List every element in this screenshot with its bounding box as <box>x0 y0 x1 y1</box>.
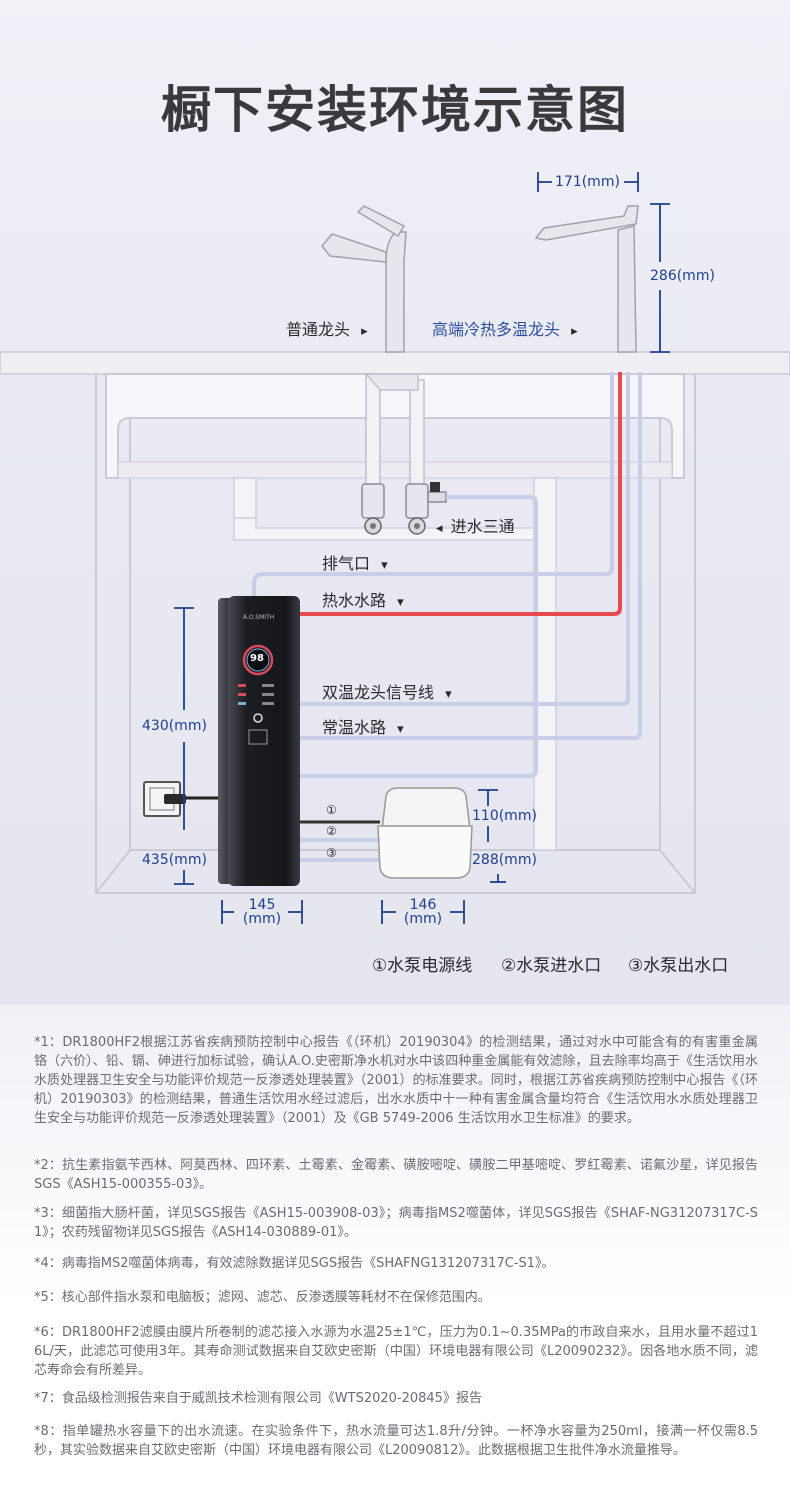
arrow-right-icon: ▸ <box>571 324 578 339</box>
legend-item-1: ①水泵电源线 <box>372 956 473 976</box>
unit-width-value: 145 <box>248 897 276 913</box>
arrow-down-icon: ▾ <box>397 722 404 737</box>
tee-label-text: 进水三通 <box>450 517 515 536</box>
marker-1: ① <box>326 803 337 817</box>
premium-faucet-label-text: 高端冷热多温龙头 <box>432 320 561 339</box>
pump <box>377 787 473 879</box>
footnote: *7：食品级检测报告来自于威凯技术检测有限公司《WTS2020-20845》报告 <box>34 1391 482 1406</box>
exhaust-label: 排气口 ▾ <box>322 550 388 574</box>
faucet-width-dim: 171(mm) <box>555 174 620 190</box>
cabinet <box>95 374 696 894</box>
sink-basin <box>105 373 685 479</box>
device-temp-display: 98 <box>250 653 264 664</box>
tee-line <box>300 495 538 778</box>
signal-line-label: 双温龙头信号线 ▾ <box>322 679 452 703</box>
unit-width-unit: (mm) <box>242 911 282 927</box>
marker-3: ③ <box>326 846 337 860</box>
normal-line-label: 常温水路 ▾ <box>322 714 404 738</box>
wall-socket <box>143 781 186 817</box>
drain-pipes <box>233 477 557 851</box>
footnote: *6：DR1800HF2滤膜由膜片所卷制的滤芯接入水源为水温25±1℃，压力为0… <box>34 1325 758 1378</box>
faucet-height-dim: 286(mm) <box>650 268 715 284</box>
notes-area <box>0 1005 790 1508</box>
purifier-unit <box>218 596 300 886</box>
normal-water-line <box>300 372 642 740</box>
arrow-left-icon: ◂ <box>436 521 443 536</box>
unit-width-dim: 145 (mm) <box>236 898 288 926</box>
pump-width-value: 146 <box>409 897 437 913</box>
premium-faucet-label: 高端冷热多温龙头 ▸ <box>432 316 578 340</box>
hot-line-label-text: 热水水路 <box>322 591 387 610</box>
inlet-pipes <box>364 373 425 487</box>
footnote: *2：抗生素指氨苄西林、阿莫西林、四环素、土霉素、金霉素、磺胺嘧啶、磺胺二甲基嘧… <box>34 1158 758 1192</box>
hot-water-line <box>300 372 622 616</box>
sink-bottom <box>117 461 673 479</box>
normal-faucet-label: 普通龙头 ▸ <box>286 316 368 340</box>
normal-line-label-text: 常温水路 <box>322 718 387 737</box>
signal-line <box>300 372 630 706</box>
pump-width-dim: 146 (mm) <box>398 898 448 926</box>
arrow-down-icon: ▾ <box>445 687 452 702</box>
normal-faucet <box>321 205 407 353</box>
unit-depth-dim: 435(mm) <box>142 852 207 868</box>
page-title: 橱下安装环境示意图 <box>161 81 629 139</box>
legend-item-3: ③水泵出水口 <box>628 956 729 976</box>
hot-line-label: 热水水路 ▾ <box>322 587 404 611</box>
arrow-down-icon: ▾ <box>381 558 388 573</box>
marker-2: ② <box>326 824 337 838</box>
dimension-lines <box>174 172 670 924</box>
normal-faucet-label-text: 普通龙头 <box>286 320 351 339</box>
countertop <box>0 351 790 375</box>
signal-line-label-text: 双温龙头信号线 <box>322 683 435 702</box>
exhaust-label-text: 排气口 <box>322 554 371 573</box>
pump-width-unit: (mm) <box>403 911 443 927</box>
tee-label: ◂ 进水三通 <box>436 513 515 537</box>
footnote: *3：细菌指大肠杆菌，详见SGS报告《ASH15-003908-03》；病毒指M… <box>34 1206 758 1240</box>
legend-item-2: ②水泵进水口 <box>501 956 602 976</box>
footnote: *8：指单罐热水容量下的出水流速。在实验条件下，热水流量可达1.8升/分钟。一杯… <box>34 1424 758 1458</box>
angle-valves <box>361 482 447 535</box>
arrow-down-icon: ▾ <box>397 595 404 610</box>
footnote: *1：DR1800HF2根据江苏省疾病预防控制中心报告《（环机）20190304… <box>34 1035 758 1126</box>
premium-faucet <box>534 205 639 353</box>
footnote: *4：病毒指MS2噬菌体病毒，有效滤除数据详见SGS报告《SHAFNG13120… <box>34 1256 555 1271</box>
pump-depth-dim: 288(mm) <box>472 852 537 868</box>
footnote: *5：核心部件指水泵和电脑板；滤网、滤芯、反渗透膜等耗材不在保修范围内。 <box>34 1290 491 1305</box>
water-lines <box>180 372 642 862</box>
exhaust-line <box>252 372 614 596</box>
device-brand: A.O.SMITH <box>243 614 275 621</box>
unit-height-dim: 430(mm) <box>142 718 207 734</box>
installation-diagram <box>0 172 790 924</box>
pump-height-dim: 110(mm) <box>472 808 537 824</box>
arrow-right-icon: ▸ <box>361 324 368 339</box>
